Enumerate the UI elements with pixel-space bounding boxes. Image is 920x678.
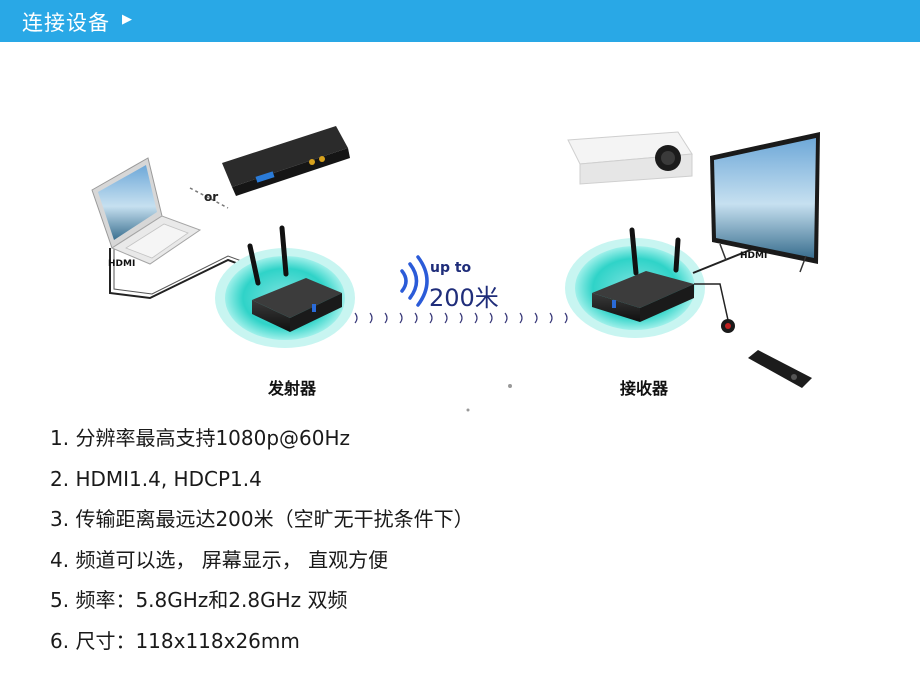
spec-item-hdmi: 2. HDMI1.4, HDCP1.4 [50, 466, 262, 491]
spec-item-distance: 3. 传输距离最远达200米（空旷无干扰条件下） [50, 507, 474, 531]
remote-control-illustration [748, 350, 812, 388]
projector-illustration [567, 131, 693, 185]
dashed-link-laptop-box [189, 187, 229, 209]
spec-item-resolution: 1. 分辨率最高支持1080p@60Hz [50, 426, 351, 450]
connection-diagram: or HDMI HDMI up to 200米 发射器 接收器 [80, 88, 840, 420]
hdmi-label-right: HDMI [740, 251, 768, 261]
ir-sensor-icon [721, 319, 735, 333]
hdmi-label-left: HDMI [108, 259, 136, 269]
media-player-illustration [222, 126, 350, 196]
tv-illustration [710, 132, 820, 273]
spec-item-channel: 4. 频道可以选， 屏幕显示， 直观方便 [50, 547, 389, 572]
receiver-illustration [565, 227, 705, 338]
spec-list: 1. 分辨率最高支持1080p@60Hz 2. HDMI1.4, HDCP1.4… [50, 424, 474, 667]
receiver-label: 接收器 [620, 379, 669, 398]
transmitter-illustration [215, 225, 355, 348]
diagram-graphics [91, 126, 820, 412]
distance-label: 200米 [429, 284, 499, 312]
transmitter-label: 发射器 [268, 379, 317, 398]
header-bar: 连接设备 ▶ [0, 0, 920, 42]
header-title: 连接设备 [22, 11, 110, 35]
laptop-illustration [91, 157, 202, 265]
dot-mark [466, 408, 470, 412]
wifi-signal-icon [400, 255, 429, 307]
dot-mark [508, 384, 512, 388]
spec-item-size: 6. 尺寸：118x118x26mm [50, 628, 300, 653]
spec-item-frequency: 5. 频率：5.8GHz和2.8GHz 双频 [50, 588, 348, 612]
play-triangle-icon: ▶ [122, 12, 132, 27]
signal-wave-path [354, 312, 568, 324]
or-label: or [204, 190, 219, 204]
upto-label: up to [430, 260, 472, 276]
